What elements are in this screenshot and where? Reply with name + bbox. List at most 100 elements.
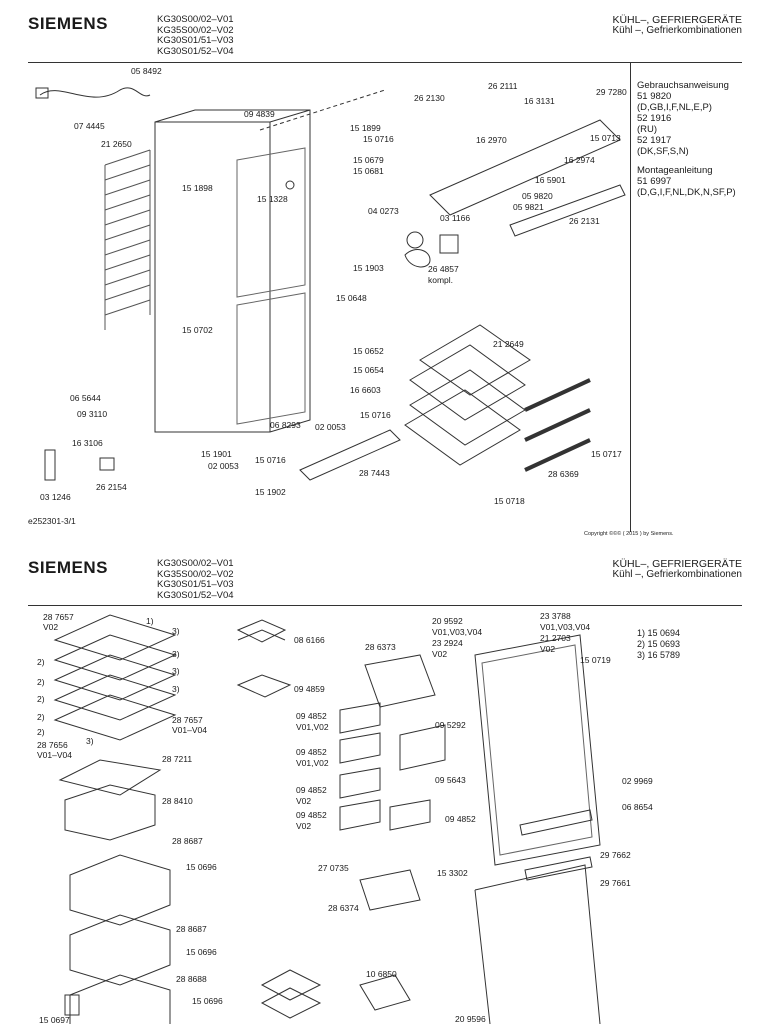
part-number: 15 0716 <box>360 410 391 420</box>
hinge-strip <box>524 856 593 881</box>
door-bar <box>299 429 401 481</box>
part-number: 29 7662 <box>600 850 631 860</box>
part-number: 28 7443 <box>359 468 390 478</box>
brand-logo: SIEMENS <box>28 558 109 577</box>
exploded-drawing-1 <box>35 87 626 481</box>
part-number: 15 0696 <box>186 862 217 872</box>
part-number: V01,V03,V04 <box>432 627 483 637</box>
part-number: 28 8688 <box>176 974 207 984</box>
part-number: 23 3788 <box>540 611 571 621</box>
part-number: V01,V02 <box>296 722 329 732</box>
part-number: 21 2649 <box>493 339 524 349</box>
part-number: 28 8687 <box>176 924 207 934</box>
part-number: 26 2154 <box>96 482 127 492</box>
model-number: KG35S00/02–V02 <box>157 24 234 36</box>
model-number: KG30S01/51–V03 <box>157 579 234 590</box>
category-line: Kühl –, Gefrierkombinationen <box>612 568 742 580</box>
part-number: 20 9596 <box>455 1014 486 1024</box>
model-number: KG30S00/02–V01 <box>157 14 234 25</box>
part-number: 16 5901 <box>535 175 566 185</box>
part-number: 28 7657 <box>43 612 74 622</box>
callout-line <box>259 89 386 131</box>
part-number: 3) <box>86 736 94 746</box>
part-number: 26 4857 <box>428 264 459 274</box>
door-gasket <box>481 644 593 856</box>
glass-shelves <box>53 614 177 741</box>
parts-sheet-1: SIEMENS KG30S00/02–V01 KG35S00/02–V02 KG… <box>28 14 742 537</box>
part-number: 16 3106 <box>72 438 103 448</box>
footnote: 1) 15 0694 <box>637 628 681 638</box>
cabinet-outline <box>154 109 311 433</box>
freezer-drawer <box>69 854 171 926</box>
part-number: 09 4852 <box>445 814 476 824</box>
part-number: 03 1246 <box>40 492 71 502</box>
doc-line: 51 6997 <box>637 176 672 187</box>
doc-line: 52 1916 <box>637 113 672 124</box>
part-number: 28 7211 <box>162 754 193 764</box>
part-number: 09 4839 <box>244 109 275 119</box>
footnote: 2) 15 0693 <box>637 639 681 649</box>
doc-line: (D,GB,I,F,NL,E,P) <box>637 102 712 113</box>
door-bin <box>389 799 431 831</box>
plug <box>35 87 49 99</box>
part-number: 16 3131 <box>524 96 555 106</box>
part-number: 15 0717 <box>591 449 622 459</box>
part-number: 20 9592 <box>432 616 463 626</box>
model-list: KG30S00/02–V01 KG35S00/02–V02 KG30S01/51… <box>157 558 234 601</box>
part-number: 15 1902 <box>255 487 286 497</box>
part-number: 09 4852 <box>296 747 327 757</box>
door-bin <box>339 799 381 831</box>
doc-line: Montageanleitung <box>637 165 713 176</box>
small-part <box>99 457 115 471</box>
door-bin <box>364 654 436 708</box>
power-cord <box>39 87 151 98</box>
part-number: 3) <box>172 666 180 676</box>
part-number: 28 6374 <box>328 903 359 913</box>
model-number: KG30S01/52–V04 <box>157 589 234 601</box>
part-number: 29 7661 <box>600 878 631 888</box>
part-number: 06 5644 <box>70 393 101 403</box>
part-number: 15 0697 <box>39 1015 70 1025</box>
part-number: 15 0713 <box>590 133 621 143</box>
part-number: 15 1901 <box>201 449 232 459</box>
door-bin <box>339 732 381 764</box>
ice-tray <box>359 974 411 1011</box>
part-number: 03 1166 <box>440 213 471 223</box>
small-part <box>406 231 424 249</box>
small-part <box>439 234 459 254</box>
part-number: 09 4852 <box>296 785 327 795</box>
part-number: 09 5643 <box>435 775 466 785</box>
control-panel <box>429 119 621 216</box>
sidebar-divider <box>630 62 631 532</box>
part-number: 27 0735 <box>318 863 349 873</box>
part-number: 26 2131 <box>569 216 600 226</box>
part-number: 09 5292 <box>435 720 466 730</box>
part-number: 15 0679 <box>353 155 384 165</box>
model-number: KG30S01/51–V03 <box>157 35 234 46</box>
parts-sheet-2: SIEMENS KG30S00/02–V01 KG35S00/02–V02 KG… <box>0 545 768 1025</box>
hinge-strip <box>519 809 593 836</box>
part-number: 15 0718 <box>494 496 525 506</box>
part-number: 15 0648 <box>336 293 367 303</box>
door-bin <box>359 869 421 911</box>
panel-strip <box>509 184 626 237</box>
part-number: V02 <box>432 649 448 659</box>
part-number: V01,V03,V04 <box>540 622 591 632</box>
ice-pack <box>260 969 322 1019</box>
part-number: 28 6373 <box>365 642 396 652</box>
small-part <box>285 180 295 190</box>
part-number: 15 0696 <box>186 947 217 957</box>
part-number: 15 1898 <box>182 183 213 193</box>
small-part <box>44 449 56 481</box>
part-number: 06 8293 <box>270 420 301 430</box>
part-number: 15 0719 <box>580 655 611 665</box>
category-title: KÜHL–, GEFRIERGERÄTE Kühl –, Gefrierkomb… <box>612 15 742 36</box>
brand-logo: SIEMENS <box>28 14 109 33</box>
part-number: 28 6369 <box>548 469 579 479</box>
butter-dish <box>236 619 287 643</box>
part-number: 26 2111 <box>488 81 518 91</box>
door-bin <box>399 724 446 771</box>
part-number: 06 8654 <box>622 802 653 812</box>
part-number: 09 4859 <box>294 684 325 694</box>
part-number: 16 2970 <box>476 135 507 145</box>
